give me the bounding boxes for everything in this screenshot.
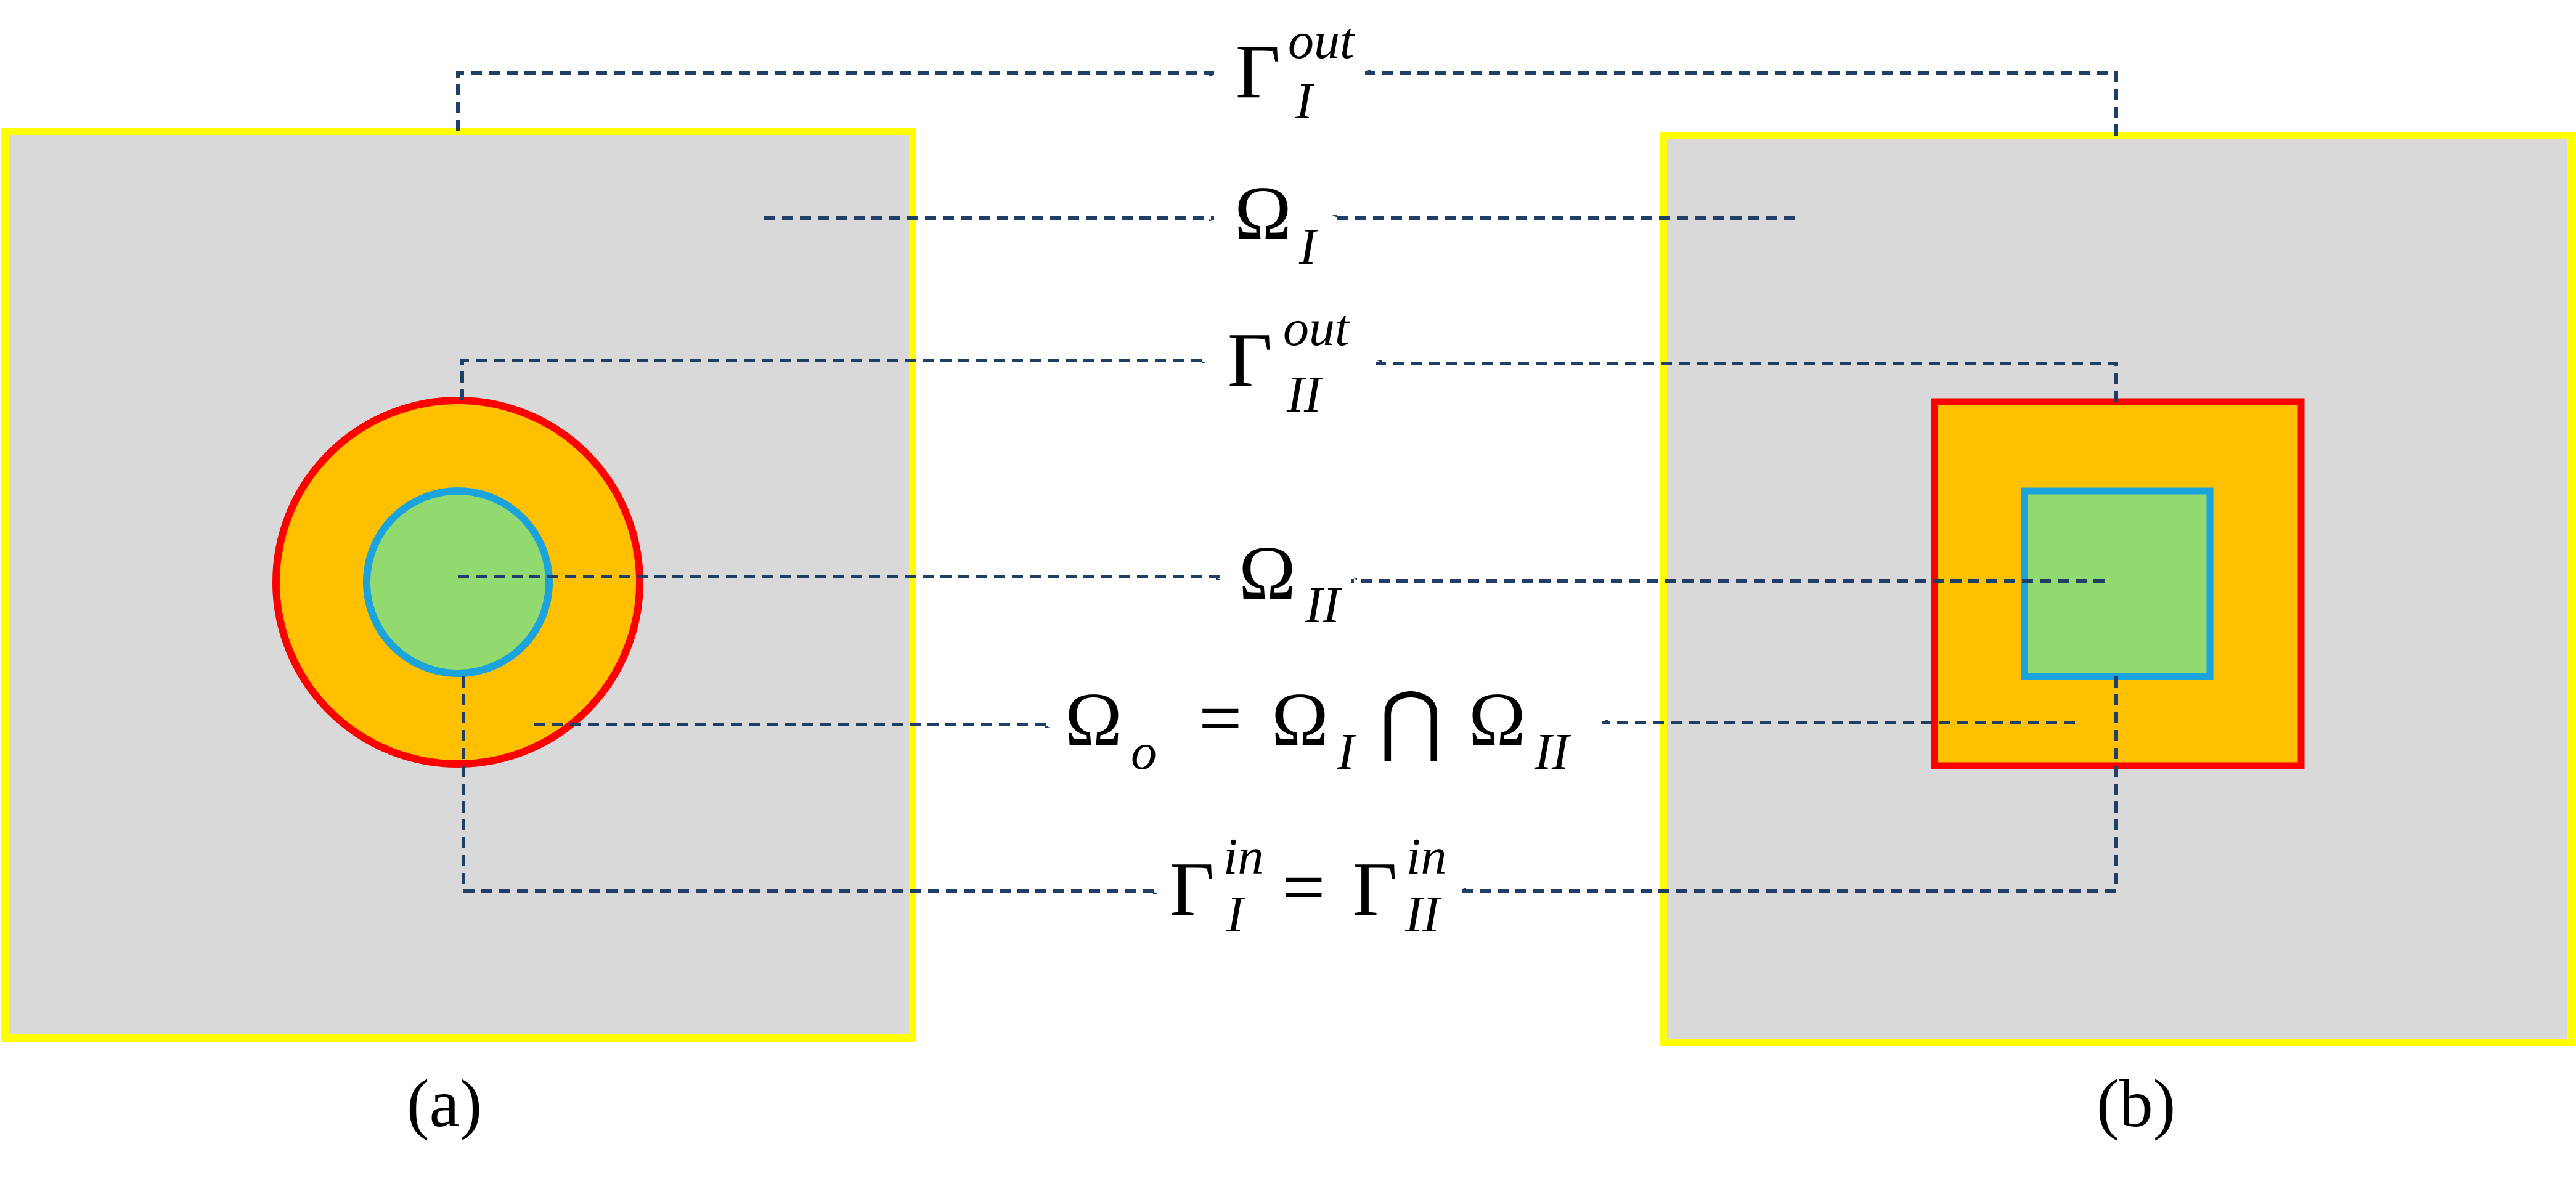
label-omega-I: Ω I (1234, 171, 1319, 275)
omega-symbol: Ω (1234, 171, 1292, 256)
omega-I-sub: I (1337, 723, 1357, 781)
label-omega-II: Ω II (1239, 531, 1342, 634)
panel-b-caption: (b) (2097, 1066, 2175, 1141)
panel-b (1660, 132, 2575, 1046)
gamma-I-in-sub: I (1226, 886, 1246, 943)
gamma-II-in-sub: II (1404, 886, 1442, 943)
intersection-operator: ⋂ (1379, 679, 1443, 764)
gamma-symbol: Γ (1170, 847, 1214, 932)
conn-gamma-I-out-right (1365, 73, 2118, 136)
label-omega-overlap: Ω o = Ω I ⋂ Ω II (1065, 676, 1571, 781)
equals-sign: = (1282, 845, 1326, 930)
gamma-II-out-sup: out (1283, 299, 1351, 357)
gamma-I-out-sup: out (1288, 12, 1356, 70)
conn-gamma-in-right (1461, 676, 2118, 891)
conn-gamma-in-left (462, 676, 1159, 891)
omega-o-sub: o (1131, 723, 1157, 781)
conn-gamma-II-out-left (460, 360, 1208, 400)
omega-symbol: Ω (1239, 531, 1296, 616)
panel-a-caption: (a) (407, 1066, 482, 1141)
gamma-symbol: Γ (1236, 30, 1280, 115)
gamma-II-in-sup: in (1406, 828, 1446, 885)
omega-II-sub: II (1305, 577, 1342, 634)
omega-I-sub: I (1298, 218, 1319, 275)
equals-sign: = (1199, 676, 1242, 761)
connectors (456, 73, 2118, 891)
panel-a (1, 128, 916, 1042)
conn-gamma-II-out-right (1376, 363, 2118, 402)
gamma-I-out-sub: I (1295, 73, 1315, 130)
labels: Γ out I Ω I Γ out II Ω II Ω o = Ω I ⋂ Ω (407, 12, 2175, 1141)
omega-symbol: Ω (1469, 678, 1526, 763)
omega-II-sub: II (1534, 723, 1571, 781)
omega-symbol: Ω (1065, 678, 1122, 763)
gamma-I-in-sup: in (1223, 828, 1263, 885)
conn-gamma-I-out-left (456, 73, 1214, 131)
gamma-symbol: Γ (1353, 847, 1397, 932)
label-gamma-II-out: Γ out II (1228, 299, 1351, 423)
gamma-II-out-sub: II (1286, 366, 1324, 423)
label-gamma-I-out: Γ out I (1236, 12, 1356, 130)
panel-b-inner-domain (2021, 487, 2214, 680)
omega-symbol: Ω (1271, 678, 1329, 763)
panel-a-inner-domain (363, 487, 553, 677)
label-gamma-in: Γ in I = Γ in II (1170, 828, 1446, 943)
gamma-symbol: Γ (1228, 318, 1272, 403)
